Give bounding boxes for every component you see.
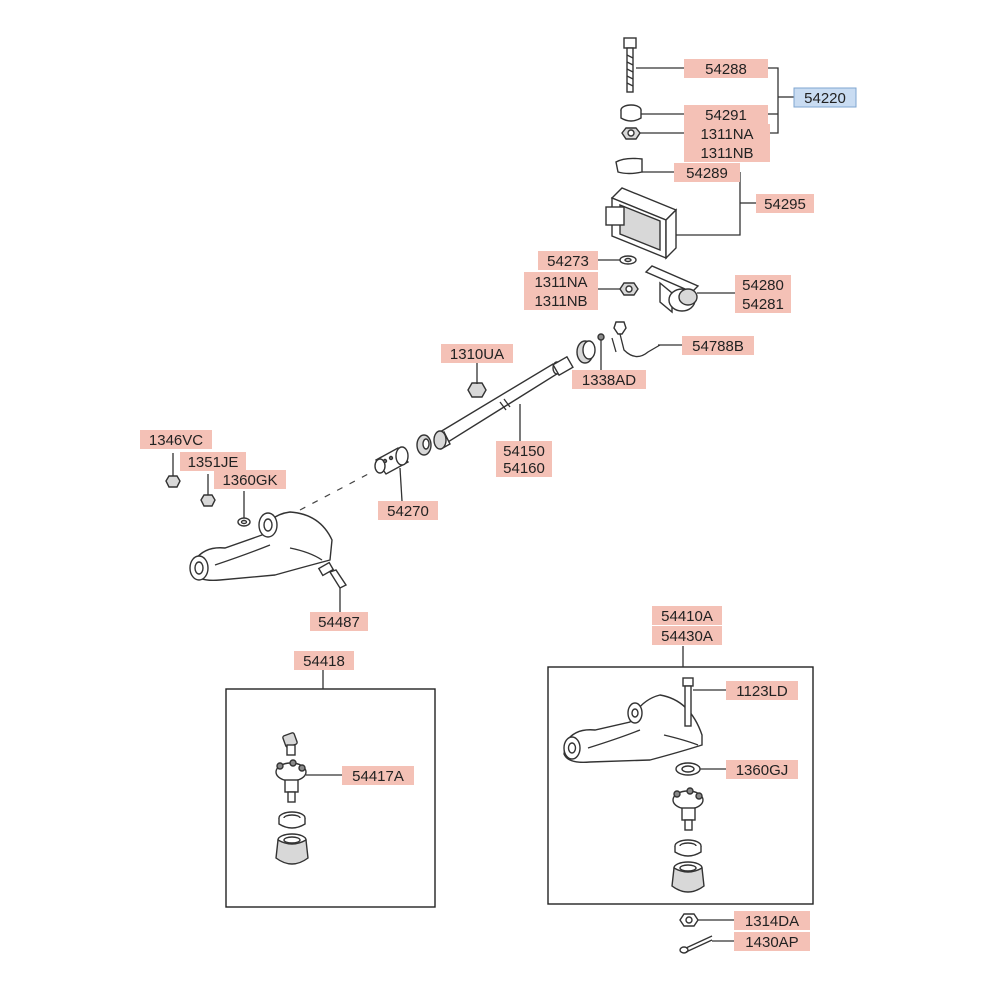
bushing-54291-drawing (620, 104, 642, 122)
ball-joint-54410A-drawing (672, 787, 704, 831)
svg-text:1310UA: 1310UA (450, 346, 504, 363)
label-54150: 54150 (496, 441, 552, 460)
label-1311NB-top: 1311NB (684, 143, 770, 162)
label-54291: 54291 (684, 105, 768, 124)
svg-text:1311NA: 1311NA (534, 274, 587, 291)
svg-text:1360GK: 1360GK (222, 472, 277, 489)
ring-54410A-drawing (674, 839, 702, 857)
svg-text:54160: 54160 (503, 460, 545, 477)
washer-1360GJ-drawing (675, 762, 701, 776)
label-1338AD: 1338AD (572, 370, 646, 389)
label-1310UA: 1310UA (441, 344, 513, 363)
svg-text:54288: 54288 (705, 61, 747, 78)
svg-text:54410A: 54410A (661, 608, 713, 625)
bolt-1338AD-drawing (597, 333, 605, 370)
boot-54418-drawing (275, 833, 309, 865)
nut-1311-top-drawing (621, 127, 641, 140)
svg-text:54281: 54281 (742, 296, 784, 313)
boot-54410A-drawing (671, 861, 705, 893)
svg-text:54273: 54273 (547, 253, 589, 270)
upper-arm-left-drawing (189, 511, 333, 582)
svg-text:1311NB: 1311NB (700, 145, 753, 162)
svg-text:1314DA: 1314DA (745, 913, 799, 930)
svg-text:54417A: 54417A (352, 768, 404, 785)
label-54220-assembly: 54220 (793, 87, 857, 108)
label-1123LD: 1123LD (726, 681, 798, 700)
upper-arm-right-drawing (563, 694, 703, 764)
label-54788B: 54788B (682, 336, 754, 355)
label-54160: 54160 (496, 458, 552, 477)
clip-54788B-drawing (611, 321, 661, 358)
svg-text:54788B: 54788B (692, 338, 744, 355)
svg-text:54487: 54487 (318, 614, 360, 631)
label-1311NA-mid: 1311NA (524, 272, 598, 291)
svg-text:54289: 54289 (686, 165, 728, 182)
bolt-1123LD-drawing (682, 677, 694, 727)
svg-text:1338AD: 1338AD (582, 372, 636, 389)
bushing-54270-drawing (374, 446, 410, 475)
label-54288: 54288 (684, 59, 768, 78)
ball-joint-kit-frame-54418 (225, 688, 436, 908)
svg-text:1346VC: 1346VC (149, 432, 203, 449)
svg-text:1360GJ: 1360GJ (736, 762, 789, 779)
label-54270: 54270 (378, 501, 438, 520)
nut-1351JE-drawing (200, 494, 216, 507)
label-54487: 54487 (310, 612, 368, 631)
ball-joint-54417A-drawing (275, 732, 307, 803)
svg-text:54295: 54295 (764, 196, 806, 213)
bolt-54487-drawing (317, 561, 348, 589)
bumper-54289-drawing (615, 157, 643, 175)
label-1351JE: 1351JE (180, 452, 246, 471)
label-1430AP: 1430AP (734, 932, 810, 951)
label-54289: 54289 (674, 163, 740, 182)
svg-text:54280: 54280 (742, 277, 784, 294)
svg-text:54270: 54270 (387, 503, 429, 520)
svg-text:54430A: 54430A (661, 628, 713, 645)
upper-arm-assembly-frame-54410A (547, 666, 814, 905)
nut-1346VC-drawing (165, 475, 181, 488)
label-1311NB-mid: 1311NB (524, 291, 598, 310)
svg-text:54418: 54418 (303, 653, 345, 670)
label-1360GK: 1360GK (214, 470, 286, 489)
label-1314DA: 1314DA (734, 911, 810, 930)
stopper-54280-drawing (644, 265, 700, 314)
svg-text:54150: 54150 (503, 443, 545, 460)
svg-text:1311NA: 1311NA (700, 126, 753, 143)
svg-text:54220: 54220 (804, 90, 846, 107)
bracket-54295-drawing (605, 187, 678, 260)
svg-text:1430AP: 1430AP (745, 934, 798, 951)
label-54410A: 54410A (652, 606, 722, 625)
cotter-pin-1430AP-drawing (679, 935, 713, 954)
label-54430A: 54430A (652, 626, 722, 645)
washer-1360GK-drawing (237, 517, 251, 527)
label-1360GJ: 1360GJ (726, 760, 798, 779)
label-54280: 54280 (735, 275, 791, 294)
label-54281: 54281 (735, 294, 791, 313)
label-1311NA-top: 1311NA (684, 124, 770, 143)
label-1346VC: 1346VC (140, 430, 212, 449)
label-54295: 54295 (756, 194, 814, 213)
label-54418: 54418 (294, 651, 354, 670)
washer-54273-drawing (619, 255, 637, 265)
svg-text:1311NB: 1311NB (534, 293, 587, 310)
nut-1311-mid-drawing (619, 282, 639, 296)
ring-54418-drawing (278, 811, 306, 829)
bolt-54288-drawing (623, 37, 637, 93)
svg-text:1123LD: 1123LD (736, 683, 788, 700)
shaft-54150-drawing (416, 340, 596, 456)
svg-text:54291: 54291 (705, 107, 747, 124)
svg-text:1351JE: 1351JE (188, 454, 239, 471)
label-54273: 54273 (538, 251, 598, 270)
nut-1310UA-drawing (467, 382, 487, 398)
label-54417A: 54417A (342, 766, 414, 785)
nut-1314DA-drawing (679, 913, 699, 927)
